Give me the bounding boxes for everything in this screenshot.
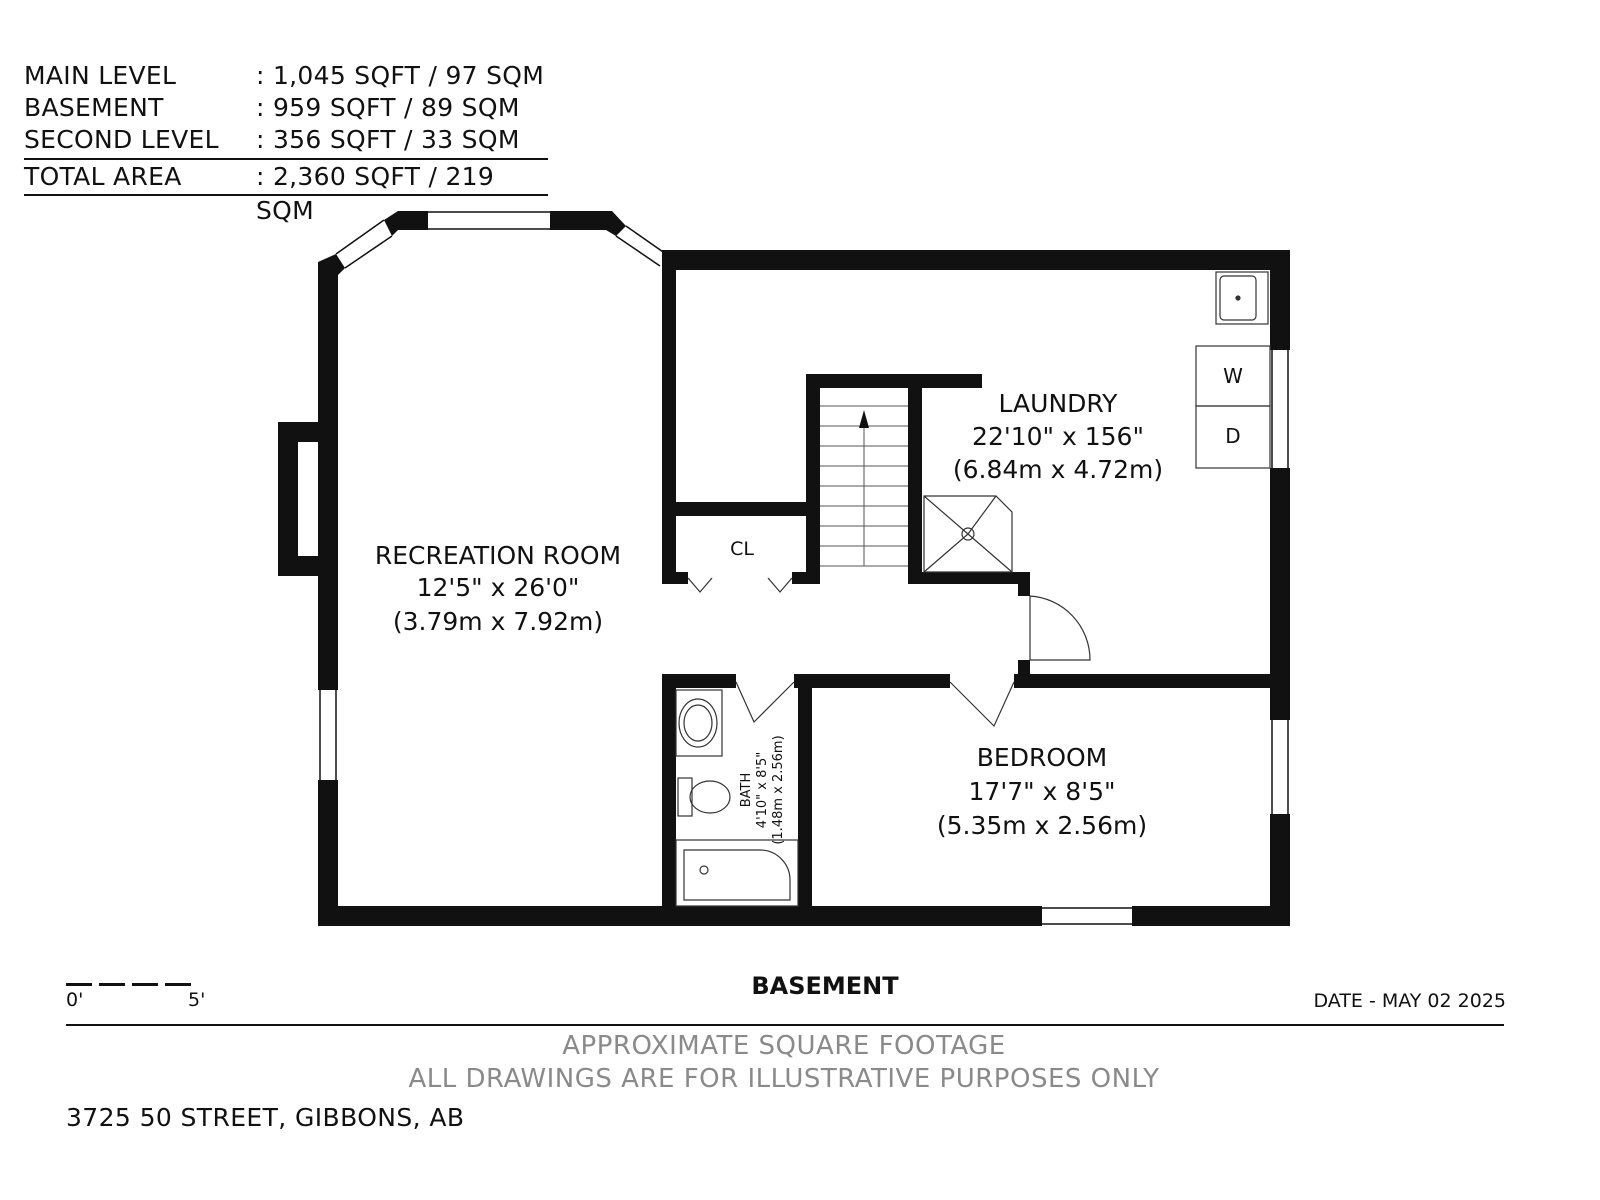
staircase bbox=[820, 405, 908, 567]
washer-dryer bbox=[1195, 345, 1271, 469]
closet-name: CL bbox=[730, 538, 754, 560]
area-total-label: TOTAL AREA bbox=[24, 162, 182, 191]
wall-partition-rec-laundry bbox=[662, 262, 676, 512]
vanity-icon bbox=[675, 689, 723, 757]
wall-closet-left-foot bbox=[662, 572, 688, 584]
laundry-sink-icon bbox=[1215, 271, 1269, 325]
scale-end-label: 5' bbox=[188, 989, 206, 1011]
dryer-icon bbox=[1195, 405, 1271, 469]
wall-bay-corner bbox=[606, 211, 626, 236]
footer-divider bbox=[66, 1024, 1504, 1026]
area-row-basement: BASEMENT : 959 SQFT / 89 SQM bbox=[24, 92, 548, 124]
area-row-total: TOTAL AREA : 2,360 SQFT / 219 SQM bbox=[24, 158, 548, 225]
bedroom-name: BEDROOM bbox=[977, 743, 1108, 772]
wall-bottom-right bbox=[1132, 906, 1290, 926]
area-value: : 356 SQFT / 33 SQM bbox=[256, 125, 520, 154]
wall-bay-top-left bbox=[384, 211, 428, 236]
wall-right-lower bbox=[1270, 814, 1290, 926]
area-row-main-level: MAIN LEVEL : 1,045 SQFT / 97 SQM bbox=[24, 60, 548, 92]
recreation-room-dim-imperial: 12'5" x 26'0" bbox=[417, 573, 580, 602]
area-value: : 959 SQFT / 89 SQM bbox=[256, 93, 520, 122]
door-closet-right bbox=[767, 577, 793, 593]
toilet-tank-icon bbox=[677, 777, 693, 817]
area-value: : 1,045 SQFT / 97 SQM bbox=[256, 61, 545, 90]
wall-bath-top-right bbox=[794, 674, 950, 688]
furnace-icon bbox=[923, 495, 1013, 573]
dryer-label: D bbox=[1225, 424, 1240, 448]
wall-bedroom-top bbox=[1014, 674, 1290, 688]
area-row-second-level: SECOND LEVEL : 356 SQFT / 33 SQM bbox=[24, 124, 548, 156]
wall-fireplace-side bbox=[278, 422, 298, 556]
wall-bath-right bbox=[798, 674, 812, 910]
bath-dim-imperial: 4'10" x 8'5" bbox=[755, 752, 770, 828]
disclaimer-line-1: APPROXIMATE SQUARE FOOTAGE bbox=[562, 1031, 1006, 1061]
door-bedroom bbox=[949, 681, 1015, 728]
bathtub-icon bbox=[675, 839, 799, 907]
disclaimer: APPROXIMATE SQUARE FOOTAGE ALL DRAWINGS … bbox=[0, 1030, 1568, 1096]
door-bath bbox=[735, 681, 795, 724]
recreation-room-dim-metric: (3.79m x 7.92m) bbox=[393, 607, 603, 636]
recreation-room-name: RECREATION ROOM bbox=[375, 541, 621, 570]
wall-bath-top-left bbox=[662, 674, 736, 688]
wall-stair-left bbox=[806, 374, 820, 584]
scale-bar: 0' 5' bbox=[66, 975, 206, 1015]
windows bbox=[319, 211, 1289, 925]
property-address: 3725 50 STREET, GIBBONS, AB bbox=[66, 1103, 465, 1132]
wall-fireplace-bottom bbox=[278, 556, 338, 576]
washer-label: W bbox=[1223, 364, 1243, 388]
walls bbox=[278, 211, 1290, 926]
window-bay-left bbox=[335, 219, 385, 255]
wall-bay-upper-left bbox=[318, 254, 345, 422]
laundry-dim-imperial: 22'10" x 156" bbox=[972, 422, 1144, 451]
disclaimer-line-2: ALL DRAWINGS ARE FOR ILLUSTRATIVE PURPOS… bbox=[408, 1064, 1160, 1094]
wall-closet-left-stub bbox=[662, 502, 676, 584]
wall-door-jamb-upper bbox=[1018, 572, 1030, 596]
window-bay-right bbox=[615, 235, 661, 267]
doors bbox=[687, 577, 1091, 728]
level-title: BASEMENT bbox=[751, 972, 899, 1000]
door-closet-left bbox=[687, 577, 713, 593]
area-label: BASEMENT bbox=[24, 93, 164, 122]
wall-bath-left bbox=[662, 674, 676, 910]
plan-date: DATE - MAY 02 2025 bbox=[1313, 990, 1507, 1012]
area-label: MAIN LEVEL bbox=[24, 61, 177, 90]
window-bay-right bbox=[625, 225, 667, 255]
scale-bar-line bbox=[66, 983, 198, 986]
wall-stair-bottom bbox=[908, 572, 1030, 584]
scale-start-label: 0' bbox=[66, 989, 84, 1011]
door-laundry bbox=[1029, 595, 1091, 661]
wall-right-middle bbox=[1270, 468, 1290, 720]
wall-right-upper bbox=[1270, 250, 1290, 350]
sink-icon bbox=[678, 698, 718, 748]
bath-dim-metric: (1.48m x 2.56m) bbox=[771, 735, 786, 844]
bedroom-dim-imperial: 17'7" x 8'5" bbox=[969, 777, 1116, 806]
bath-name: BATH bbox=[739, 773, 754, 808]
window-bay-left bbox=[344, 235, 393, 269]
area-summary-table: MAIN LEVEL : 1,045 SQFT / 97 SQM BASEMEN… bbox=[24, 60, 548, 225]
wall-stair-right bbox=[908, 374, 922, 584]
area-label: SECOND LEVEL bbox=[24, 125, 219, 154]
wall-bay-top-right bbox=[550, 211, 612, 230]
wall-top-laundry bbox=[662, 250, 1290, 270]
wall-closet-top bbox=[662, 502, 818, 516]
toilet-bowl-icon bbox=[689, 780, 731, 814]
bath-label-group: BATH 4'10" x 8'5" (1.48m x 2.56m) bbox=[739, 735, 786, 844]
laundry-dim-metric: (6.84m x 4.72m) bbox=[953, 455, 1163, 484]
wall-bottom-left bbox=[318, 906, 1042, 926]
bath-fixtures bbox=[675, 689, 799, 907]
area-total-value: : 2,360 SQFT / 219 SQM bbox=[256, 162, 495, 225]
wall-left-lower bbox=[318, 780, 338, 926]
bedroom-dim-metric: (5.35m x 2.56m) bbox=[937, 811, 1147, 840]
stair-up-arrow-icon bbox=[859, 410, 869, 428]
wall-stair-top bbox=[806, 374, 982, 388]
laundry-name: LAUNDRY bbox=[999, 389, 1119, 418]
